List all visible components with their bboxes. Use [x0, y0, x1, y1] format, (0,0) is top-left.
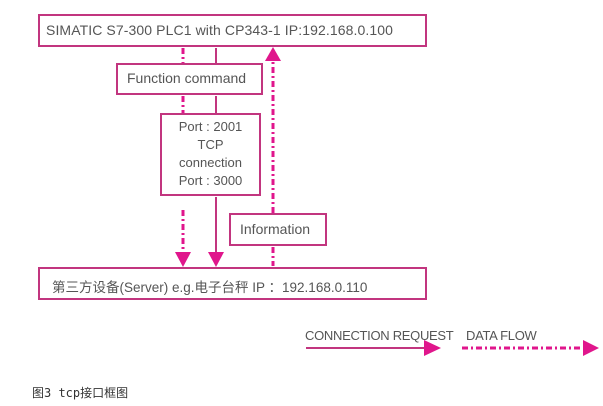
- tcp-connection-word: connection: [179, 155, 242, 170]
- function-command-label: Function command: [127, 70, 247, 86]
- legend-connection-request-label: CONNECTION REQUEST: [305, 328, 454, 343]
- legend-data-flow-label: DATA FLOW: [466, 328, 537, 343]
- tcp-connection-label: Port : 2001 TCP connection Port : 3000: [160, 118, 261, 190]
- tcp-connection-box: [160, 113, 261, 196]
- connection-arrowhead-down: [208, 252, 224, 267]
- plc-label: SIMATIC S7-300 PLC1 with CP343-1 IP:192.…: [46, 22, 394, 38]
- tcp-protocol: TCP: [197, 137, 224, 152]
- legend-data-flow-arrowhead: [583, 340, 599, 356]
- tcp-port-source: Port : 2001: [178, 119, 243, 134]
- data-flow-arrowhead-down: [175, 252, 191, 267]
- info-flow-arrowhead-up: [265, 47, 281, 61]
- plc-box: [38, 14, 427, 47]
- information-box: [229, 213, 327, 246]
- legend-connection-arrowhead: [424, 340, 441, 356]
- function-command-box: [116, 63, 263, 95]
- server-label: 第三方设备(Server) e.g.电子台秤 IP ：192.168.0.110: [52, 280, 368, 295]
- information-label: Information: [240, 221, 311, 237]
- server-box: [38, 267, 427, 300]
- figure-caption: 图3 tcp接口框图: [32, 386, 129, 400]
- tcp-port-destination: Port : 3000: [178, 173, 243, 188]
